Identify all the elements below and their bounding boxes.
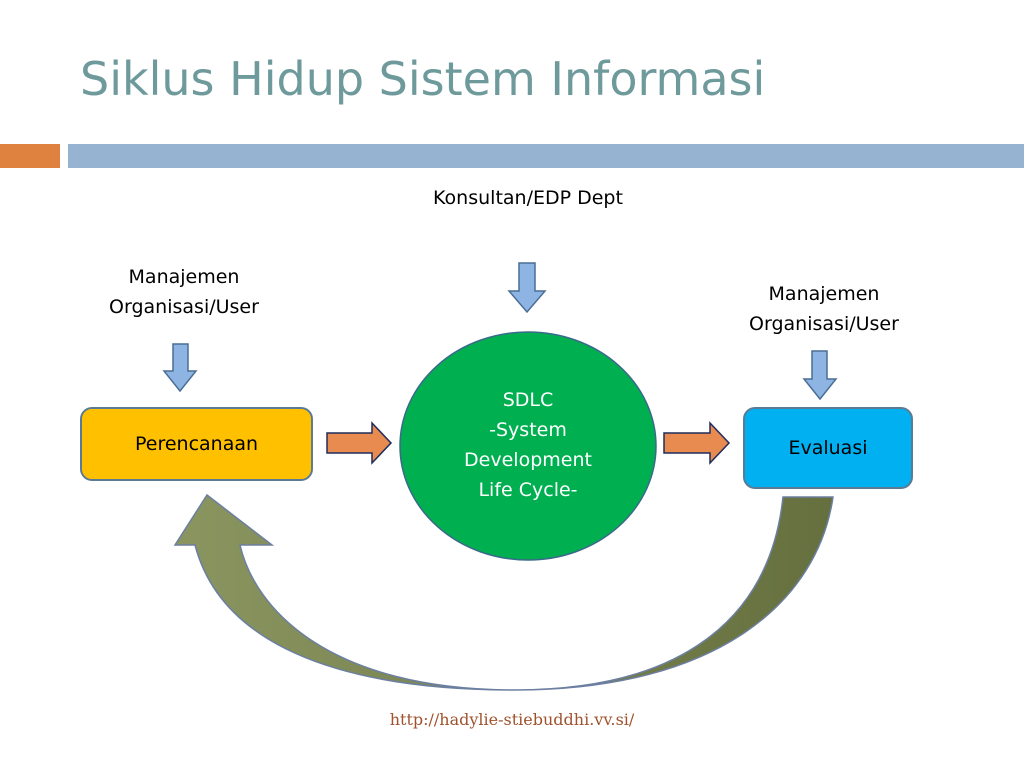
down-arrow-right — [802, 350, 838, 401]
right-arrow-to-sdlc — [326, 421, 393, 465]
accent-bar-blue — [68, 144, 1024, 168]
footer-url[interactable]: http://hadylie-stiebuddhi.vv.si/ — [0, 710, 1024, 729]
slide-title: Siklus Hidup Sistem Informasi — [80, 52, 766, 106]
left-label: Manajemen Organisasi/User — [84, 262, 284, 322]
footer-url-text[interactable]: http://hadylie-stiebuddhi.vv.si/ — [389, 710, 635, 729]
top-label-text: Konsultan/EDP Dept — [433, 187, 623, 209]
right-label-line2: Organisasi/User — [749, 313, 899, 335]
accent-bar-orange — [0, 144, 60, 168]
box-perencanaan: Perencanaan — [80, 407, 313, 481]
left-label-line1: Manajemen — [128, 266, 240, 288]
sdlc-line1: SDLC — [502, 389, 554, 411]
down-arrow-left — [162, 343, 198, 393]
left-label-line2: Organisasi/User — [109, 296, 259, 318]
down-arrow-top — [507, 262, 547, 314]
sdlc-line4: Life Cycle- — [478, 479, 578, 501]
right-label-line1: Manajemen — [768, 283, 880, 305]
top-label: Konsultan/EDP Dept — [400, 183, 656, 213]
sdlc-line2: -System — [489, 419, 567, 441]
box-evaluasi: Evaluasi — [743, 407, 913, 489]
right-arrow-to-evaluasi — [663, 421, 731, 465]
box-perencanaan-label: Perencanaan — [134, 433, 259, 455]
sdlc-text: SDLC -System Development Life Cycle- — [428, 385, 628, 505]
right-label: Manajemen Organisasi/User — [724, 279, 924, 339]
box-evaluasi-label: Evaluasi — [788, 437, 868, 459]
sdlc-circle — [399, 331, 657, 561]
cycle-return-arrow — [173, 493, 834, 691]
sdlc-line3: Development — [464, 449, 592, 471]
